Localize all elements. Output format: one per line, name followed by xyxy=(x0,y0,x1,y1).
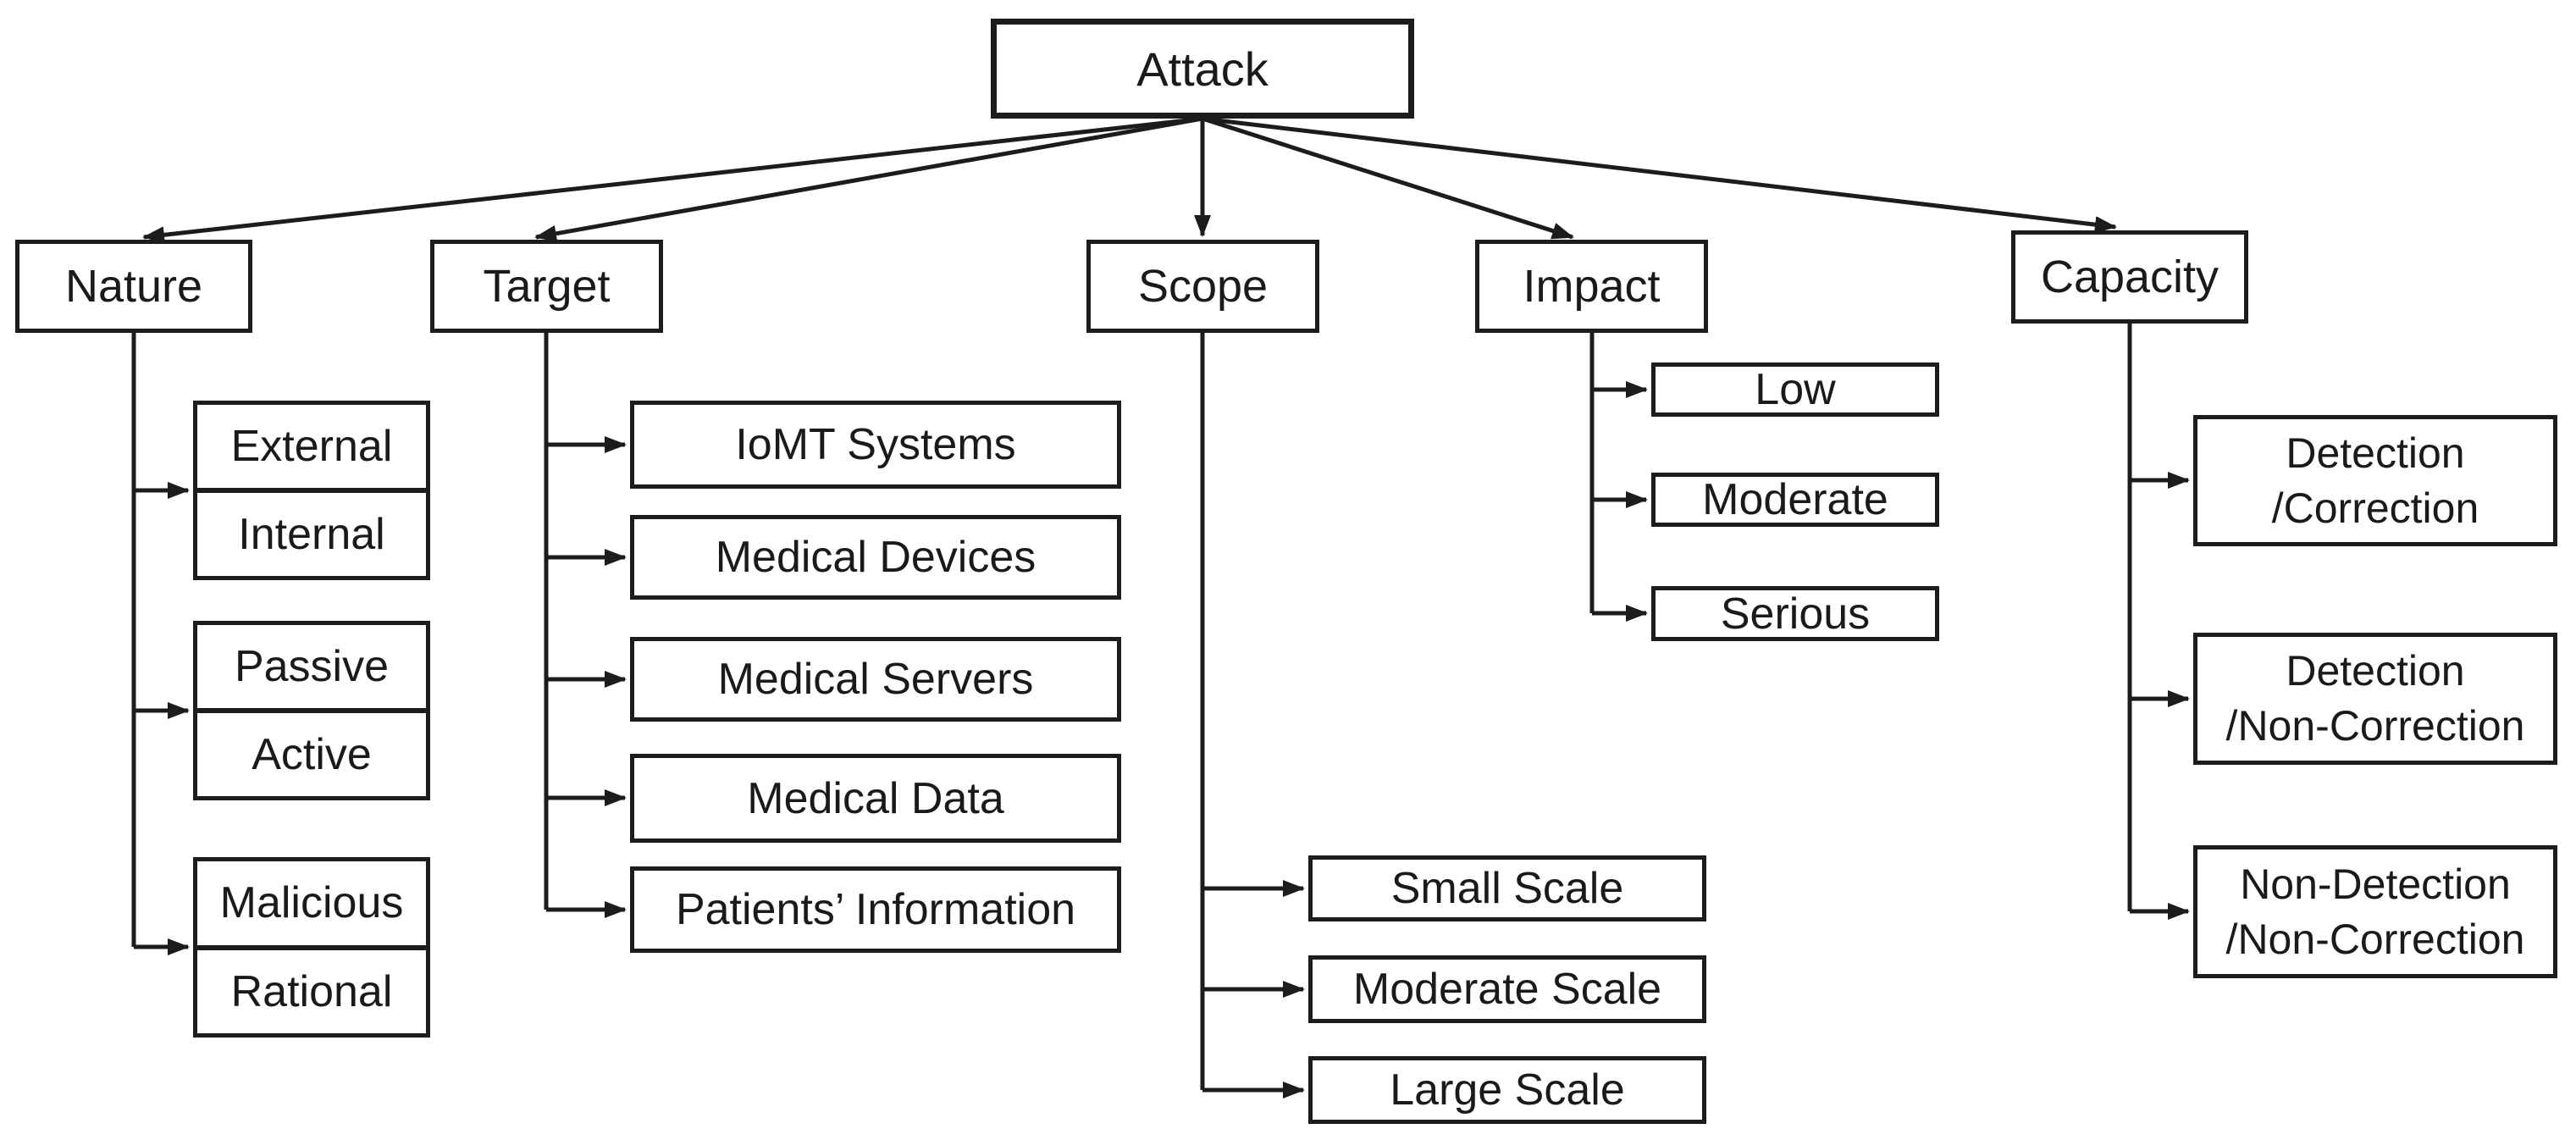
internal-label: Internal xyxy=(238,510,385,559)
external-half: External xyxy=(197,405,426,493)
child-box-moderate: Moderate xyxy=(1651,473,1939,527)
small-scale-label: Small Scale xyxy=(1390,864,1624,913)
category-box-impact: Impact xyxy=(1475,240,1708,333)
attack-label: Attack xyxy=(1136,42,1269,96)
child-box-moderate-scale: Moderate Scale xyxy=(1308,955,1706,1023)
detection-non-correction-line1: Detection xyxy=(2286,647,2465,695)
child-box-small-scale: Small Scale xyxy=(1308,855,1706,921)
non-detection-non-correction-line2: /Non-Correction xyxy=(2225,915,2525,963)
moderate-scale-label: Moderate Scale xyxy=(1352,965,1662,1014)
child-box-serious: Serious xyxy=(1651,586,1939,641)
malicious-label: Malicious xyxy=(219,878,404,928)
child-box-iomt-systems: IoMT Systems xyxy=(630,401,1121,489)
rational-label: Rational xyxy=(230,966,393,1016)
detection-correction-line2: /Correction xyxy=(2271,484,2479,532)
category-box-capacity: Capacity xyxy=(2011,230,2248,324)
scope-label: Scope xyxy=(1137,261,1269,312)
detection-correction-line1: Detection xyxy=(2286,429,2465,477)
moderate-label: Moderate xyxy=(1702,475,1888,524)
child-box-medical-devices: Medical Devices xyxy=(630,515,1121,600)
passive-label: Passive xyxy=(234,642,390,691)
target-label: Target xyxy=(483,261,611,312)
detection-non-correction-line2: /Non-Correction xyxy=(2225,702,2525,750)
patients-information-label: Patients’ Information xyxy=(675,885,1076,934)
internal-half: Internal xyxy=(197,493,426,576)
child-box-medical-data: Medical Data xyxy=(630,754,1121,843)
large-scale-label: Large Scale xyxy=(1390,1065,1625,1115)
active-label: Active xyxy=(252,730,372,779)
rational-half: Rational xyxy=(197,950,426,1034)
nature-label: Nature xyxy=(64,261,203,312)
child-box-low: Low xyxy=(1651,362,1939,417)
medical-servers-label: Medical Servers xyxy=(717,655,1034,704)
active-half: Active xyxy=(197,713,426,796)
passive-half: Passive xyxy=(197,625,426,713)
pair-box-external-internal: External Internal xyxy=(193,401,430,580)
capacity-label: Capacity xyxy=(2040,252,2219,302)
low-label: Low xyxy=(1755,365,1836,414)
category-box-scope: Scope xyxy=(1086,240,1319,333)
medical-devices-label: Medical Devices xyxy=(715,533,1036,582)
child-box-patients-information: Patients’ Information xyxy=(630,866,1121,953)
child-box-large-scale: Large Scale xyxy=(1308,1056,1706,1124)
root-box-attack: Attack xyxy=(991,19,1414,119)
connector-attack-to-nature xyxy=(142,116,1203,244)
category-box-nature: Nature xyxy=(15,240,252,333)
child-box-non-detection-non-correction: Non-Detection /Non-Correction xyxy=(2193,845,2557,978)
non-detection-non-correction-line1: Non-Detection xyxy=(2240,860,2511,908)
connector-attack-to-target xyxy=(534,116,1203,242)
iomt-systems-label: IoMT Systems xyxy=(735,420,1016,469)
pair-box-passive-active: Passive Active xyxy=(193,621,430,800)
impact-label: Impact xyxy=(1523,261,1661,312)
child-box-medical-servers: Medical Servers xyxy=(630,637,1121,722)
connector-attack-to-capacity xyxy=(1202,116,2117,234)
child-box-detection-non-correction: Detection /Non-Correction xyxy=(2193,633,2557,765)
serious-label: Serious xyxy=(1720,589,1871,639)
pair-box-malicious-rational: Malicious Rational xyxy=(193,857,430,1038)
connector-attack-to-impact xyxy=(1202,116,1574,240)
medical-data-label: Medical Data xyxy=(747,773,1004,823)
external-label: External xyxy=(230,422,393,471)
category-box-target: Target xyxy=(430,240,663,333)
child-box-detection-correction: Detection /Correction xyxy=(2193,415,2557,546)
malicious-half: Malicious xyxy=(197,861,426,950)
